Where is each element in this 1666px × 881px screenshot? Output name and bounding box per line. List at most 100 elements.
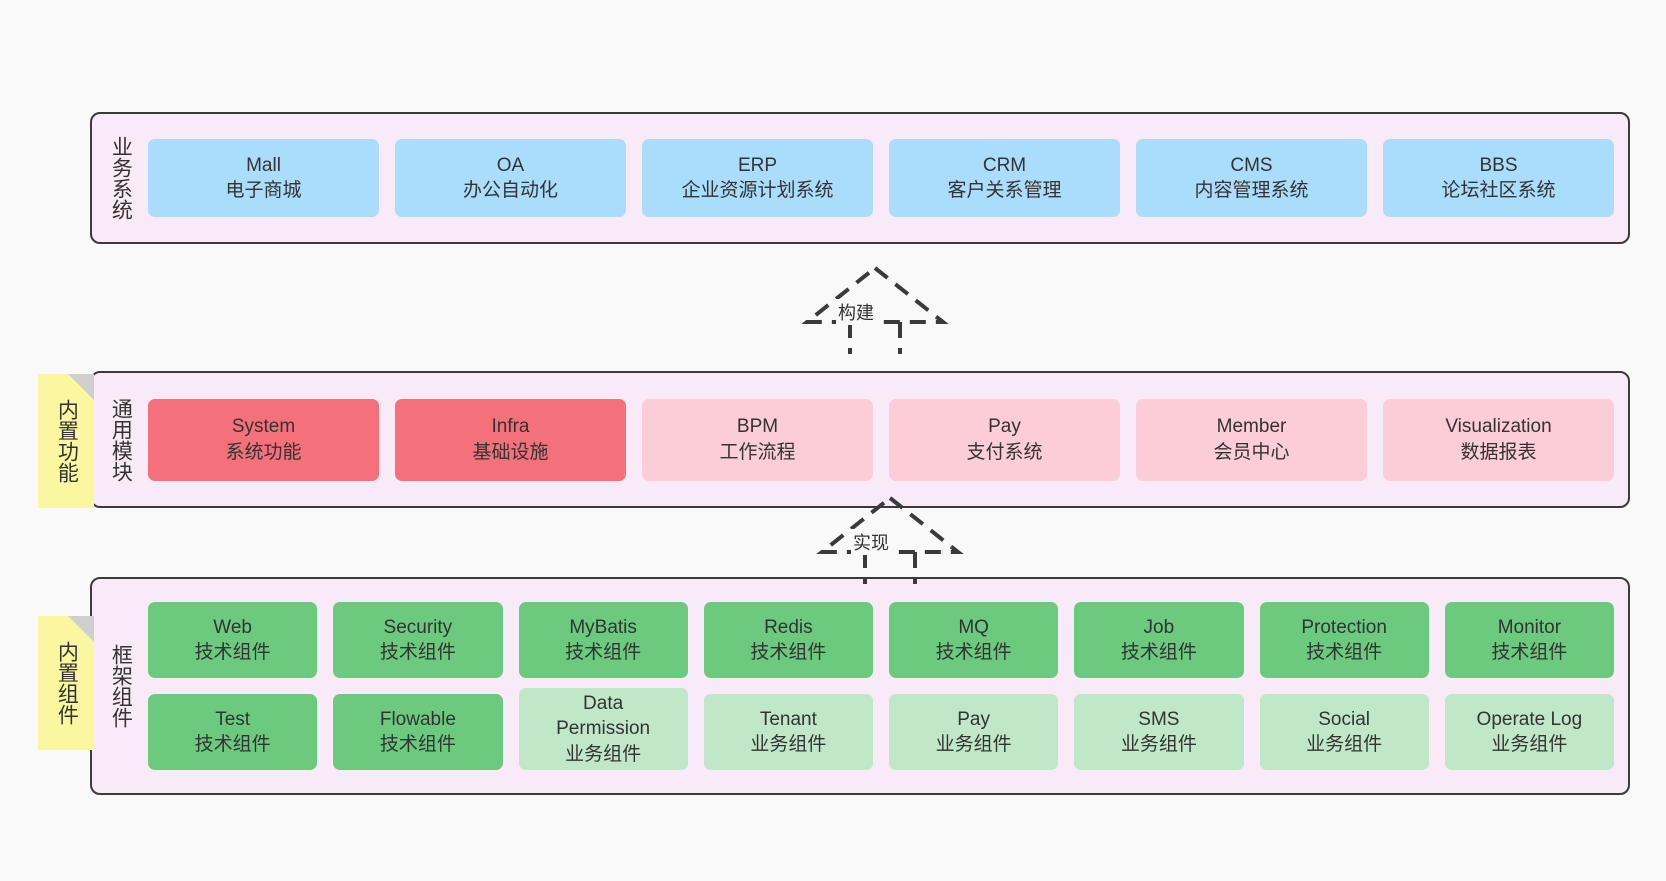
component-card-mq[interactable]: MQ 技术组件 <box>889 602 1059 678</box>
layer-title-business-systems: 业务系统 <box>109 136 133 220</box>
card-title: Job <box>1143 616 1175 638</box>
module-card-mall[interactable]: Mall 电子商城 <box>148 139 379 217</box>
card-row: Mall 电子商城 OA 办公自动化 ERP 企业资源计划系统 CRM 客户关系… <box>148 139 1614 217</box>
page-fold-icon <box>68 616 94 642</box>
module-card-system[interactable]: System 系统功能 <box>148 398 379 481</box>
card-subtitle: 数据报表 <box>1460 441 1537 463</box>
card-title: CRM <box>982 154 1027 176</box>
card-subtitle: 技术组件 <box>379 734 456 755</box>
card-subtitle: 论坛社区系统 <box>1441 180 1556 201</box>
card-row: System 系统功能 Infra 基础设施 BPM 工作流程 Pay 支付系统… <box>148 398 1614 481</box>
module-card-visualization[interactable]: Visualization 数据报表 <box>1383 398 1614 481</box>
sticky-note-builtin-features: 内置功能 <box>38 374 94 508</box>
card-subtitle: 业务组件 <box>750 734 827 755</box>
component-card-sms[interactable]: SMS 业务组件 <box>1074 694 1244 770</box>
sticky-note-label: 内置功能 <box>55 399 79 483</box>
card-title: Pay <box>957 708 990 730</box>
card-subtitle: 技术组件 <box>379 642 456 663</box>
component-card-data-permission[interactable]: Data Permission 业务组件 <box>518 688 688 770</box>
module-card-bbs[interactable]: BBS 论坛社区系统 <box>1383 139 1614 217</box>
card-title: BPM <box>736 416 779 438</box>
component-card-operate-log[interactable]: Operate Log 业务组件 <box>1444 694 1614 770</box>
card-subtitle: 技术组件 <box>194 734 271 755</box>
layer-common-modules: 通用模块 System 系统功能 Infra 基础设施 BPM 工作流程 Pay… <box>90 371 1630 508</box>
card-row: Web 技术组件 Security 技术组件 MyBatis 技术组件 Redi… <box>148 602 1614 678</box>
component-card-flowable[interactable]: Flowable 技术组件 <box>333 694 503 770</box>
card-title: Operate Log <box>1476 708 1583 730</box>
card-title: Flowable <box>379 708 456 730</box>
card-row: Test 技术组件 Flowable 技术组件 Data Permission … <box>148 688 1614 770</box>
card-title: BBS <box>1479 154 1518 176</box>
card-subtitle: 电子商城 <box>225 180 302 201</box>
card-subtitle: 企业资源计划系统 <box>681 180 834 201</box>
card-title: MyBatis <box>569 616 637 638</box>
sticky-note-label: 内置组件 <box>55 641 79 725</box>
component-card-tenant[interactable]: Tenant 业务组件 <box>703 694 873 770</box>
connector-build-icon <box>801 265 949 354</box>
layer-title-common-modules: 通用模块 <box>109 397 133 482</box>
module-card-cms[interactable]: CMS 内容管理系统 <box>1136 139 1367 217</box>
card-title: Infra <box>491 416 530 438</box>
card-title: Security <box>383 616 453 638</box>
layer-body-business-systems: Mall 电子商城 OA 办公自动化 ERP 企业资源计划系统 CRM 客户关系… <box>148 114 1628 242</box>
card-subtitle: 办公自动化 <box>462 180 558 201</box>
component-card-social[interactable]: Social 业务组件 <box>1259 694 1429 770</box>
page-fold-icon <box>68 374 94 400</box>
connector-build-label: 构建 <box>836 299 876 325</box>
component-card-monitor[interactable]: Monitor 技术组件 <box>1444 602 1614 678</box>
card-title: Web <box>213 616 252 638</box>
component-card-job[interactable]: Job 技术组件 <box>1074 602 1244 678</box>
module-card-erp[interactable]: ERP 企业资源计划系统 <box>642 139 873 217</box>
layer-business-systems: 业务系统 Mall 电子商城 OA 办公自动化 ERP 企业资源计划系统 CRM… <box>90 112 1630 244</box>
card-subtitle: 技术组件 <box>194 642 271 663</box>
component-card-security[interactable]: Security 技术组件 <box>333 602 503 678</box>
component-card-mybatis[interactable]: MyBatis 技术组件 <box>518 602 688 678</box>
connector-implement: 实现 <box>810 492 970 584</box>
layer-body-framework-components: Web 技术组件 Security 技术组件 MyBatis 技术组件 Redi… <box>148 579 1628 793</box>
card-subtitle: 业务组件 <box>1491 734 1568 755</box>
card-title: Visualization <box>1445 416 1552 438</box>
card-title: ERP <box>737 154 778 176</box>
component-card-protection[interactable]: Protection 技术组件 <box>1259 602 1429 678</box>
card-title: Redis <box>764 616 813 638</box>
card-subtitle: 工作流程 <box>719 441 796 463</box>
card-title: Mall <box>246 154 281 176</box>
card-title: MQ <box>958 616 989 638</box>
card-subtitle: 系统功能 <box>225 441 302 463</box>
card-subtitle: 技术组件 <box>1120 642 1197 663</box>
module-card-crm[interactable]: CRM 客户关系管理 <box>889 139 1120 217</box>
component-card-redis[interactable]: Redis 技术组件 <box>703 602 873 678</box>
card-subtitle: 内容管理系统 <box>1194 180 1309 201</box>
layer-framework-components: 框架组件 Web 技术组件 Security 技术组件 MyBatis 技术组件… <box>90 577 1630 795</box>
card-title: Protection <box>1301 616 1387 638</box>
card-title: Data <box>583 693 624 715</box>
card-subtitle: 基础设施 <box>472 441 549 463</box>
card-subtitle: 技术组件 <box>1491 642 1568 663</box>
module-card-bpm[interactable]: BPM 工作流程 <box>642 398 873 481</box>
card-subtitle: 技术组件 <box>565 642 642 663</box>
card-subtitle: 业务组件 <box>1306 734 1383 755</box>
layer-body-common-modules: System 系统功能 Infra 基础设施 BPM 工作流程 Pay 支付系统… <box>148 373 1628 506</box>
connector-implement-label: 实现 <box>851 529 891 555</box>
card-title: Pay <box>988 416 1021 438</box>
card-title: Test <box>215 708 251 730</box>
connector-build: 构建 <box>795 262 955 354</box>
component-card-web[interactable]: Web 技术组件 <box>148 602 318 678</box>
card-title: Tenant <box>759 708 817 730</box>
card-subtitle: 业务组件 <box>935 734 1012 755</box>
card-subtitle: 会员中心 <box>1213 441 1290 463</box>
module-card-member[interactable]: Member 会员中心 <box>1136 398 1367 481</box>
module-card-pay[interactable]: Pay 支付系统 <box>889 398 1120 481</box>
layer-title-framework-components: 框架组件 <box>109 644 133 728</box>
card-title: OA <box>496 154 525 176</box>
card-title: CMS <box>1230 154 1273 176</box>
module-card-infra[interactable]: Infra 基础设施 <box>395 398 626 481</box>
module-card-oa[interactable]: OA 办公自动化 <box>395 139 626 217</box>
card-subtitle: 技术组件 <box>750 642 827 663</box>
card-subtitle: 客户关系管理 <box>947 180 1062 201</box>
card-title: Monitor <box>1497 616 1562 638</box>
component-card-test[interactable]: Test 技术组件 <box>148 694 318 770</box>
component-card-pay[interactable]: Pay 业务组件 <box>889 694 1059 770</box>
sticky-note-builtin-components: 内置组件 <box>38 616 94 750</box>
